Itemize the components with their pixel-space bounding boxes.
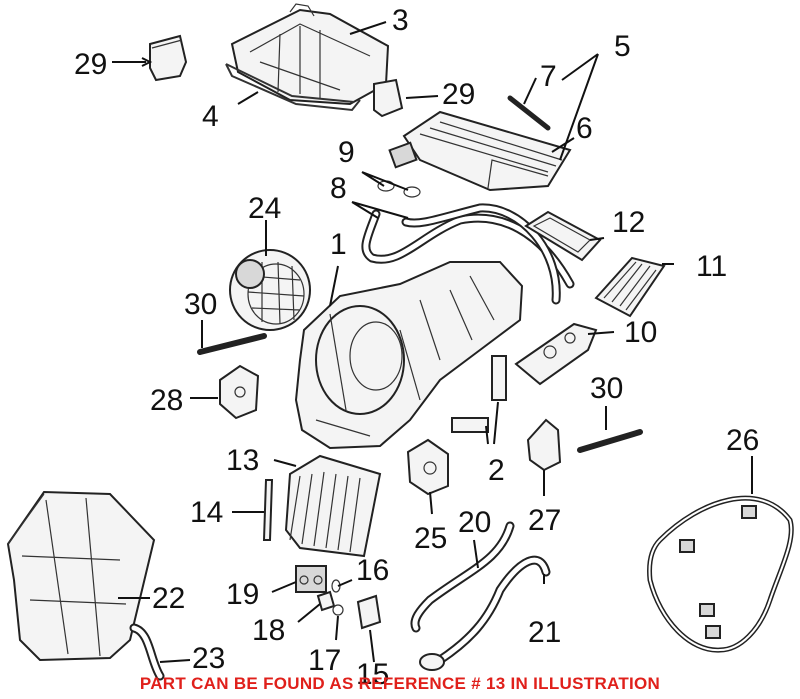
callout-10: 10 — [624, 316, 657, 349]
part-10-control-module — [514, 322, 598, 386]
callout-25: 25 — [414, 522, 447, 555]
callout-11: 11 — [696, 250, 727, 283]
callout-26: 26 — [726, 424, 759, 457]
part-25-actuator — [406, 438, 449, 496]
part-29-sensor-left — [149, 34, 188, 82]
part-3-housing-cover — [230, 3, 390, 106]
callout-4: 4 — [202, 100, 219, 133]
part-6-heater-core — [388, 110, 572, 192]
part-23-drain-hose — [129, 623, 165, 681]
part-26-wiring-harness — [647, 495, 794, 653]
callout-labels: 29 3 4 29 5 7 6 9 8 24 1 12 11 30 10 28 … — [74, 4, 759, 691]
part-9-o-rings — [377, 180, 421, 198]
callout-27: 27 — [528, 504, 561, 537]
callout-14: 14 — [190, 496, 223, 529]
callout-17: 17 — [308, 644, 341, 677]
part-14-seal-strip — [262, 479, 274, 541]
part-16-18-17-fittings — [316, 579, 344, 616]
part-15-sensor — [356, 594, 382, 630]
reference-note: PART CAN BE FOUND AS REFERENCE # 13 IN I… — [139, 674, 661, 693]
callout-22: 22 — [152, 582, 185, 615]
callout-29-right: 29 — [442, 78, 475, 111]
callout-16: 16 — [356, 554, 389, 587]
part-1-hvac-housing — [294, 261, 524, 450]
callout-7: 7 — [540, 60, 557, 93]
part-30-strip-right — [577, 429, 643, 453]
callout-28: 28 — [150, 384, 183, 417]
callout-8: 8 — [330, 172, 347, 205]
callout-9: 9 — [338, 136, 355, 169]
callout-13: 13 — [226, 444, 259, 477]
part-19-expansion-valve — [295, 565, 327, 593]
callout-30-left: 30 — [184, 288, 217, 321]
part-7-seal-strip — [507, 95, 551, 131]
callout-20: 20 — [458, 506, 491, 539]
callout-30-right: 30 — [590, 372, 623, 405]
callout-5: 5 — [614, 30, 631, 63]
callout-18: 18 — [252, 614, 285, 647]
callout-2: 2 — [488, 454, 505, 487]
callout-29-left: 29 — [74, 48, 107, 81]
part-8-coolant-pipes — [361, 203, 575, 305]
callout-19: 19 — [226, 578, 259, 611]
callout-21: 21 — [528, 616, 561, 649]
part-11-cabin-filter — [594, 256, 666, 318]
callout-24: 24 — [248, 192, 281, 225]
callout-6: 6 — [576, 112, 593, 145]
callout-23: 23 — [192, 642, 225, 675]
part-27-bracket — [526, 418, 562, 472]
callout-3: 3 — [392, 4, 409, 37]
part-28-actuator — [219, 364, 260, 420]
part-2-foam-seals — [451, 355, 507, 433]
part-20-21-refrigerant-lines — [410, 521, 551, 671]
part-13-evaporator — [284, 454, 382, 558]
part-4-seal-gasket — [225, 63, 361, 112]
callout-1: 1 — [330, 228, 347, 261]
part-30-strip-left — [197, 333, 267, 355]
callout-15: 15 — [356, 658, 389, 691]
part-22-duct-housing — [6, 490, 156, 662]
part-29-sensor-right — [373, 78, 404, 118]
part-24-blower-motor — [229, 249, 311, 331]
callout-12: 12 — [612, 206, 645, 239]
leader-lines — [112, 21, 753, 663]
